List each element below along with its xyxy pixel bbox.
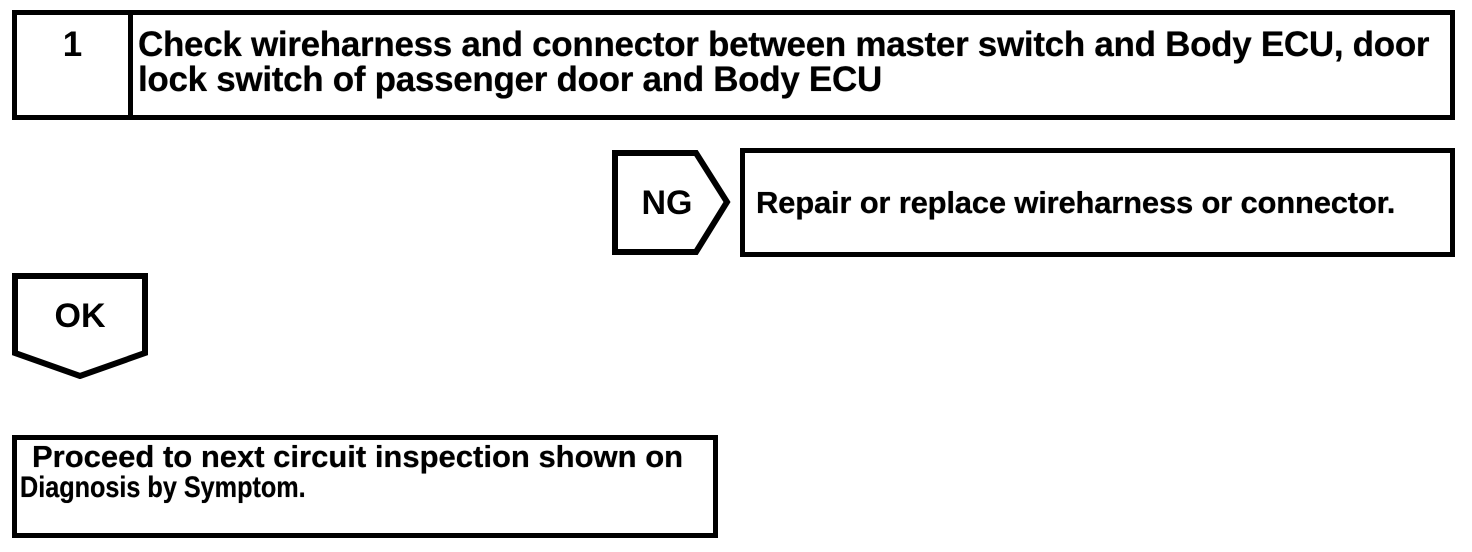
step-instruction-line1: Check wireharness and connector between … [138,25,1430,64]
ok-action-line1: Proceed to next circuit inspection shown… [32,439,684,474]
ng-action-box: Repair or replace wireharness or connect… [740,148,1455,257]
ok-connector-shape: OK [12,273,148,379]
step-instruction-line2: lock switch of passenger door and Body E… [138,60,882,99]
step-box: 1 Check wireharness and connector betwee… [12,10,1455,120]
ng-action-text: Repair or replace wireharness or connect… [756,184,1396,220]
ng-connector-shape: NG [612,150,731,255]
step-instruction: Check wireharness and connector between … [133,15,1450,115]
ok-pentagon-outline [12,273,148,379]
ng-pentagon-outline [612,150,731,255]
ng-label: NG [642,184,693,222]
ok-action-box: Proceed to next circuit inspection shown… [12,435,718,538]
ok-label: OK [55,297,106,335]
ok-action-line2: Diagnosis by Symptom. [20,471,306,504]
step-number: 1 [17,15,133,115]
